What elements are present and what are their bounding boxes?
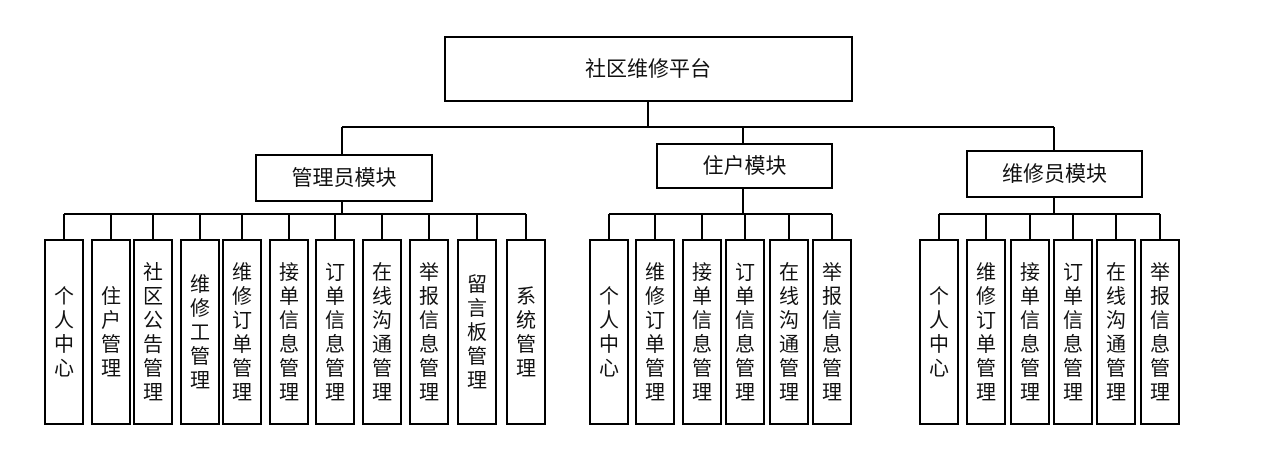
function-label: 接单信息管理 — [279, 260, 299, 404]
function-box — [457, 239, 497, 425]
function-box — [966, 239, 1006, 425]
module-label: 管理员模块 — [292, 166, 397, 190]
function-leaf: 住户管理 — [91, 239, 131, 425]
function-leaf: 在线沟通管理 — [769, 239, 809, 425]
function-label: 订单信息管理 — [1063, 260, 1083, 404]
function-leaf: 个人中心 — [44, 239, 84, 425]
function-box — [91, 239, 131, 425]
function-label: 维修订单管理 — [645, 260, 665, 404]
function-label: 留言板管理 — [467, 272, 487, 392]
module-box — [255, 154, 433, 202]
function-leaf: 维修订单管理 — [966, 239, 1006, 425]
function-leaf: 维修订单管理 — [635, 239, 675, 425]
function-label: 系统管理 — [516, 284, 536, 380]
function-box — [269, 239, 309, 425]
function-box — [682, 239, 722, 425]
function-leaf: 订单信息管理 — [315, 239, 355, 425]
function-leaf: 个人中心 — [589, 239, 629, 425]
function-label: 接单信息管理 — [1020, 260, 1040, 404]
connector-lines — [63, 101, 1161, 240]
function-label: 个人中心 — [599, 284, 619, 380]
function-leaf: 举报信息管理 — [812, 239, 852, 425]
function-box — [769, 239, 809, 425]
function-label: 住户管理 — [101, 284, 121, 380]
module-box — [656, 143, 833, 189]
function-leaf: 在线沟通管理 — [362, 239, 402, 425]
function-label: 举报信息管理 — [1150, 260, 1170, 404]
function-box — [222, 239, 262, 425]
function-box — [635, 239, 675, 425]
function-box — [919, 239, 959, 425]
function-box — [315, 239, 355, 425]
function-label: 个人中心 — [929, 284, 949, 380]
function-label: 维修工管理 — [190, 272, 210, 392]
module-box — [966, 150, 1143, 198]
function-box — [1140, 239, 1180, 425]
function-leaf: 接单信息管理 — [1010, 239, 1050, 425]
function-leaf: 维修工管理 — [180, 239, 220, 425]
root-label: 社区维修平台 — [585, 57, 711, 81]
function-box — [812, 239, 852, 425]
function-box — [725, 239, 765, 425]
function-box — [1053, 239, 1093, 425]
function-leaf: 订单信息管理 — [1053, 239, 1093, 425]
function-label: 社区公告管理 — [143, 260, 163, 404]
function-box — [589, 239, 629, 425]
function-leaf: 举报信息管理 — [409, 239, 449, 425]
function-leaf: 订单信息管理 — [725, 239, 765, 425]
function-box — [44, 239, 84, 425]
function-label: 举报信息管理 — [822, 260, 842, 404]
function-leaf: 留言板管理 — [457, 239, 497, 425]
module-label: 住户模块 — [703, 154, 787, 178]
function-label: 在线沟通管理 — [1106, 260, 1126, 404]
function-box — [1010, 239, 1050, 425]
function-label: 维修订单管理 — [232, 260, 252, 404]
function-leaf: 接单信息管理 — [269, 239, 309, 425]
function-leaf: 社区公告管理 — [133, 239, 173, 425]
function-box — [506, 239, 546, 425]
function-label: 个人中心 — [54, 284, 74, 380]
function-box — [133, 239, 173, 425]
function-label: 订单信息管理 — [735, 260, 755, 404]
function-leaf: 在线沟通管理 — [1096, 239, 1136, 425]
function-leaf: 个人中心 — [919, 239, 959, 425]
function-label: 举报信息管理 — [419, 260, 439, 404]
function-leaf: 举报信息管理 — [1140, 239, 1180, 425]
function-label: 在线沟通管理 — [372, 260, 392, 404]
function-label: 在线沟通管理 — [779, 260, 799, 404]
function-label: 接单信息管理 — [692, 260, 712, 404]
root-node: 社区维修平台 — [444, 36, 853, 102]
function-box — [362, 239, 402, 425]
function-box — [409, 239, 449, 425]
module-label: 维修员模块 — [1002, 162, 1107, 186]
function-leaf: 系统管理 — [506, 239, 546, 425]
function-label: 维修订单管理 — [976, 260, 996, 404]
function-label: 订单信息管理 — [325, 260, 345, 404]
function-leaf: 维修订单管理 — [222, 239, 262, 425]
function-leaf: 接单信息管理 — [682, 239, 722, 425]
function-box — [180, 239, 220, 425]
function-box — [1096, 239, 1136, 425]
